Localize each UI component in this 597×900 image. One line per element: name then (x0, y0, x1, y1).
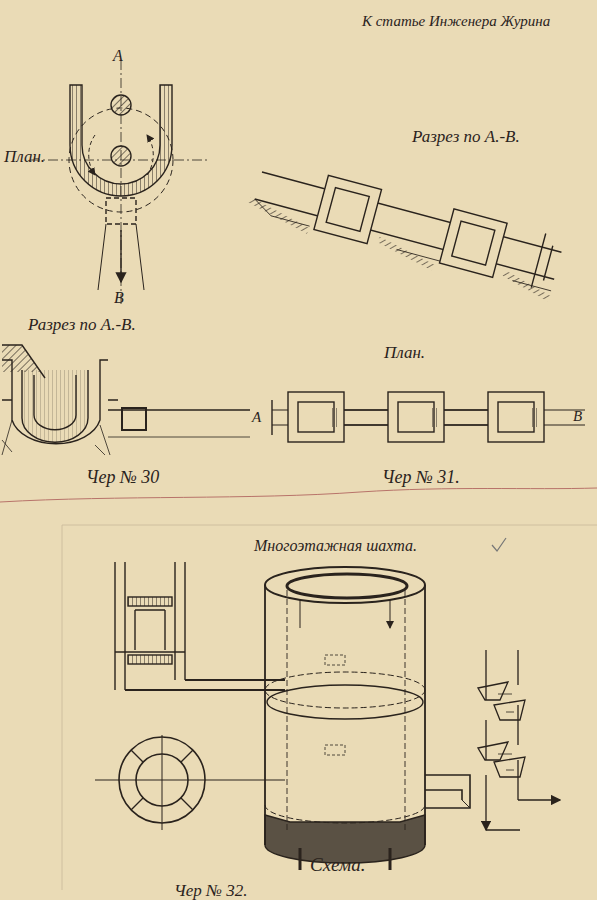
divider (0, 488, 597, 502)
section-mark: А (113, 48, 123, 64)
figure-number: Чер № 30 (86, 468, 159, 486)
view-title: План. (384, 344, 425, 361)
view-title: Разрез по А.-В. (412, 128, 520, 145)
figure-caption: Схема. (310, 855, 365, 874)
section-mark: А (252, 410, 261, 425)
scheme-32 (478, 650, 560, 830)
header-note: К статье Инженера Журина (362, 14, 550, 29)
section-30 (2, 345, 250, 455)
plan-30 (30, 60, 210, 305)
plan-31 (272, 392, 585, 442)
view-title: Разрез по А.-В. (28, 316, 136, 333)
figure-number: Чер № 32. (174, 882, 248, 899)
figure-number: Чер № 31. (382, 468, 460, 486)
cylinder-32 (265, 567, 470, 870)
figure-title: Многоэтажная шахта. (254, 538, 417, 554)
view-title: План. (4, 148, 45, 165)
plan-32 (95, 735, 285, 830)
section-32 (115, 562, 285, 690)
section-31 (245, 157, 565, 298)
section-mark: В (114, 290, 124, 306)
section-mark: В (573, 409, 582, 424)
